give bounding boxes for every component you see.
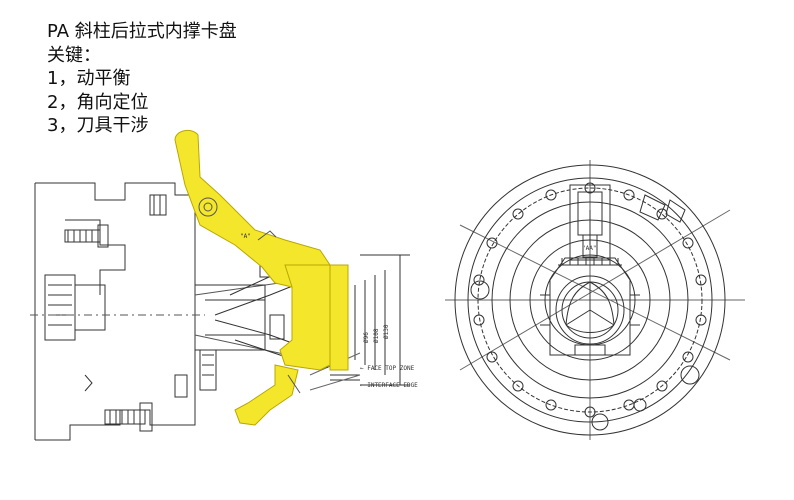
svg-text:Ø130: Ø130 [383,324,390,339]
svg-text:Ø96: Ø96 [363,332,370,343]
side-view-label: "A" [240,233,251,240]
note-face-top-zone: ← FACE TOP ZONE [360,365,415,372]
title-block: PA 斜柱后拉式内撑卡盘 关键： 1，动平衡 2，角向定位 3，刀具干涉 [47,20,237,138]
note-interface-edge: ← INTERFACE EDGE [360,382,418,389]
svg-text:Ø108: Ø108 [373,328,380,343]
slide-title: PA 斜柱后拉式内撑卡盘 [47,21,237,42]
key-item-balance: 1，动平衡 [47,68,131,89]
key-item-interference: 3，刀具干涉 [47,115,149,136]
front-view-label: "AA" [582,245,596,252]
key-heading: 关键： [47,44,101,66]
chuck-side-view-drawing: Ø_{31.8} Ø78 Ø96 Ø108 Ø130 ← FACE TOP ZO… [30,129,418,441]
key-item-orientation: 2，角向定位 [47,91,149,113]
chuck-front-view-drawing: "AA" [445,160,745,440]
